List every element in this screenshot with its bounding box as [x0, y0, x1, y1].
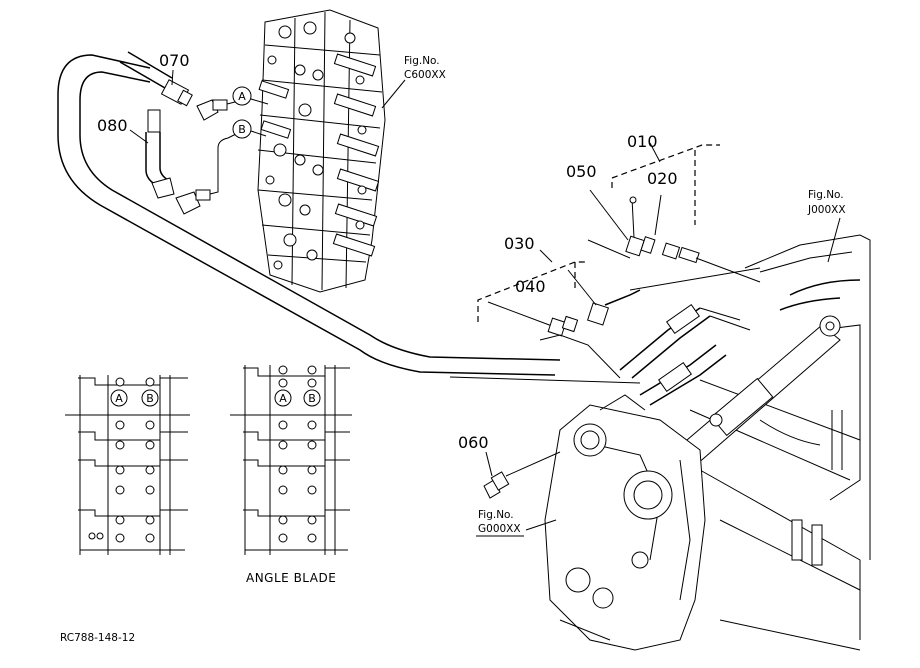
- figref-j000-line2: J000XX: [807, 204, 846, 216]
- hose-loop: [57, 54, 641, 384]
- label-070: 070: [159, 51, 190, 70]
- figref-c600-line1: Fig.No.: [404, 55, 440, 67]
- inset-caption: ANGLE BLADE: [246, 571, 336, 585]
- blade-hoses: [619, 303, 751, 406]
- label-060: 060: [458, 433, 489, 452]
- label-030: 030: [504, 234, 535, 253]
- group-bracket-010: [611, 142, 720, 225]
- leader-g000: [525, 519, 557, 531]
- fitting-040-030: [487, 267, 761, 379]
- pivot-casting: [544, 394, 706, 651]
- leader-j000: [827, 217, 841, 263]
- control-valve: [257, 9, 406, 293]
- fitting-060: [483, 451, 561, 499]
- figref-j000-line1: Fig.No.: [808, 189, 844, 201]
- frame-assembly: [689, 234, 871, 651]
- inset-right-a: A: [279, 392, 287, 405]
- label-020: 020: [647, 169, 678, 188]
- inset-left-a: A: [115, 392, 123, 405]
- figref-g000-line1: Fig.No.: [478, 509, 514, 521]
- port-marker-a-text: A: [238, 90, 246, 103]
- hose-070: [119, 51, 236, 121]
- label-010: 010: [627, 132, 658, 151]
- hose-080: [129, 109, 237, 215]
- port-marker-b-text: B: [238, 123, 246, 136]
- port-marker-a: A: [232, 86, 269, 106]
- port-marker-b: B: [232, 119, 267, 139]
- figref-c600-line2: C600XX: [404, 69, 446, 81]
- label-080: 080: [97, 116, 128, 135]
- inset-left: A B: [65, 375, 190, 555]
- fitting-050-020: [587, 189, 761, 283]
- label-050: 050: [566, 162, 597, 181]
- drawing-code: RC788-148-12: [60, 632, 135, 644]
- inset-right: A B: [230, 365, 352, 555]
- group-bracket-030: [477, 249, 585, 322]
- inset-right-b: B: [308, 392, 316, 405]
- figref-g000-line2: G000XX: [478, 523, 521, 535]
- inset-left-b: B: [146, 392, 154, 405]
- label-040: 040: [515, 277, 546, 296]
